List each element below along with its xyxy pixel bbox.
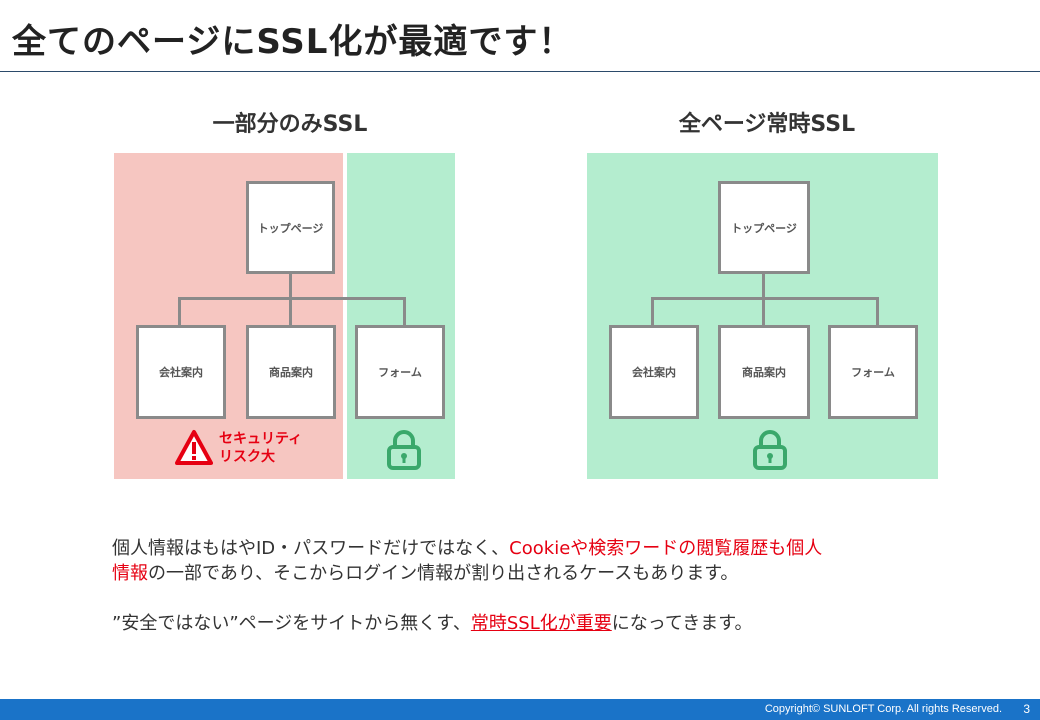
left-node-form: フォーム — [355, 325, 445, 419]
left-connector-horizontal — [178, 297, 406, 300]
right-connector-vertical — [762, 272, 765, 299]
right-connector-drop-2 — [762, 297, 765, 327]
body-paragraph-1: 個人情報はもはやID・パスワードだけではなく、Cookieや検索ワードの閲覧履歴… — [112, 536, 972, 586]
right-node-top-page: トップページ — [718, 181, 810, 274]
p2-emphasis: 常時SSL化が重要 — [470, 613, 612, 634]
title-divider — [0, 71, 1040, 72]
page-number: 3 — [1023, 702, 1030, 716]
p1-highlight-1: Cookieや検索ワードの閲覧履歴も個人 — [509, 538, 823, 559]
left-diagram-secured-area — [347, 153, 455, 479]
right-node-company: 会社案内 — [609, 325, 699, 419]
warning-triangle-icon — [175, 429, 213, 467]
right-node-products: 商品案内 — [718, 325, 810, 419]
left-connector-drop-1 — [178, 297, 181, 327]
right-diagram-heading: 全ページ常時SSL — [678, 112, 856, 137]
left-connector-drop-3 — [403, 297, 406, 327]
left-node-top-page: トップページ — [246, 181, 335, 274]
left-diagram-heading: 一部分のみSSL — [212, 112, 368, 137]
footer-bar: Copyright© SUNLOFT Corp. All rights Rese… — [0, 699, 1040, 720]
p1-text-b: の一部であり、そこからログイン情報が割り出されるケースもあります。 — [148, 563, 739, 584]
slide-title: 全てのページにSSL化が最適です！ — [12, 22, 574, 62]
p2-text-b: になってきます。 — [611, 613, 753, 634]
left-connector-vertical — [289, 272, 292, 299]
body-paragraph-2: ”安全ではない”ページをサイトから無くす、常時SSL化が重要になってきます。 — [112, 611, 972, 636]
warning-label-line1: セキュリティ — [219, 431, 303, 447]
p2-text-a: ”安全ではない”ページをサイトから無くす、 — [112, 613, 471, 634]
p1-text-a: 個人情報はもはやID・パスワードだけではなく、 — [112, 538, 510, 559]
p1-highlight-2: 情報 — [112, 563, 148, 584]
right-node-form: フォーム — [828, 325, 918, 419]
warning-label-line2: リスク大 — [219, 449, 275, 465]
left-node-company: 会社案内 — [136, 325, 226, 419]
right-connector-horizontal — [651, 297, 879, 300]
left-node-products: 商品案内 — [246, 325, 336, 419]
right-connector-drop-3 — [876, 297, 879, 327]
security-warning: セキュリティ リスク大 — [175, 429, 302, 467]
padlock-icon — [752, 430, 788, 474]
padlock-icon — [386, 430, 422, 474]
copyright-notice: Copyright© SUNLOFT Corp. All rights Rese… — [764, 703, 1002, 715]
right-connector-drop-1 — [651, 297, 654, 327]
left-connector-drop-2 — [289, 297, 292, 327]
